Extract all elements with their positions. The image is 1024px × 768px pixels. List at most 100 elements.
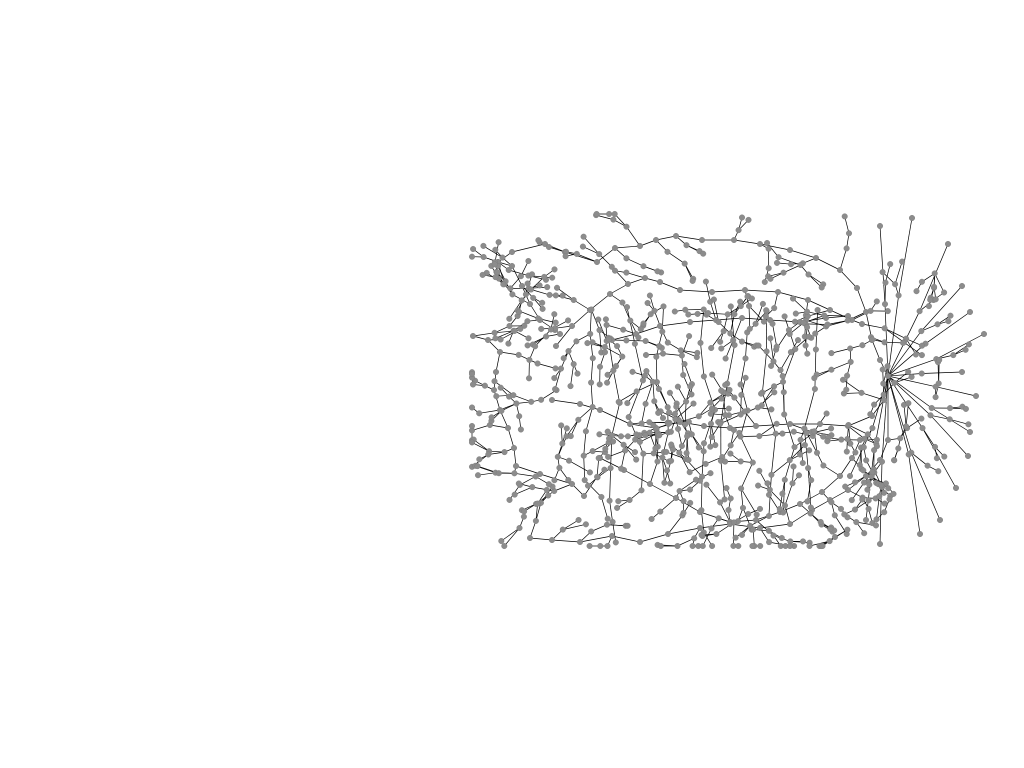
graph-node: [580, 233, 587, 240]
graph-node: [516, 309, 523, 316]
graph-edge: [706, 484, 721, 503]
graph-edge: [471, 424, 491, 431]
graph-node: [700, 250, 707, 257]
graph-node: [529, 271, 536, 278]
graph-edge: [583, 236, 600, 255]
graph-edge: [811, 499, 831, 511]
graph-node: [936, 357, 943, 364]
graph-node: [841, 511, 848, 518]
graph-node: [535, 315, 542, 322]
graph-node: [569, 323, 576, 330]
graph-node: [805, 333, 812, 340]
graph-edge: [626, 257, 644, 267]
graph-node: [491, 387, 498, 394]
graph-node: [797, 501, 804, 508]
graph-node: [917, 531, 924, 538]
graph-node: [731, 394, 738, 401]
graph-node: [832, 534, 839, 541]
graph-node: [873, 298, 880, 305]
graph-edge: [708, 312, 728, 315]
graph-node: [813, 254, 820, 261]
graph-edge: [732, 317, 743, 341]
graph-node: [506, 315, 513, 322]
graph-node: [959, 369, 966, 376]
graph-node: [686, 469, 693, 476]
graph-node: [941, 289, 948, 296]
graph-node: [861, 435, 868, 442]
graph-node: [687, 383, 694, 390]
graph-node: [947, 312, 954, 319]
graph-edge: [652, 381, 655, 402]
graph-node: [700, 448, 707, 455]
graph-node: [708, 525, 715, 532]
graph-node: [525, 335, 532, 342]
graph-node: [933, 455, 940, 462]
graph-node: [526, 356, 533, 363]
graph-edge: [511, 265, 523, 287]
graph-edge: [789, 444, 806, 461]
graph-node: [602, 349, 609, 356]
graph-node: [860, 444, 867, 451]
graph-node: [613, 363, 620, 370]
graph-edge: [827, 320, 848, 325]
graph-node: [879, 366, 886, 373]
graph-node: [763, 307, 770, 314]
graph-node: [581, 477, 588, 484]
graph-node: [849, 455, 856, 462]
graph-node: [511, 491, 518, 498]
graph-node: [879, 458, 886, 465]
graph-node: [807, 510, 814, 517]
graph-node: [730, 427, 737, 434]
graph-edge: [847, 425, 865, 440]
graph-edge: [887, 343, 926, 377]
graph-node: [718, 387, 725, 394]
graph-node: [526, 375, 533, 382]
graph-node: [511, 445, 518, 452]
graph-node: [770, 532, 777, 539]
graph-node: [753, 517, 760, 524]
graph-node: [698, 507, 705, 514]
graph-node: [695, 444, 702, 451]
graph-edge: [662, 457, 665, 483]
graph-edge: [839, 248, 847, 271]
graph-node: [673, 403, 680, 410]
graph-edge: [659, 281, 681, 291]
graph-node: [646, 292, 653, 299]
graph-edge: [903, 404, 907, 427]
graph-edge: [949, 418, 969, 425]
graph-node: [918, 415, 925, 422]
graph-edge: [645, 381, 654, 404]
graph-edge: [744, 289, 779, 293]
graph-node: [495, 239, 502, 246]
graph-edge: [578, 406, 593, 421]
graph-node: [492, 246, 499, 253]
graph-node: [589, 404, 596, 411]
graph-node: [601, 344, 608, 351]
graph-node: [620, 441, 627, 448]
graph-node: [713, 531, 720, 538]
graph-node: [551, 477, 558, 484]
graph-edge: [597, 319, 608, 342]
graph-edge: [609, 283, 629, 295]
graph-edge: [675, 497, 701, 513]
graph-edge: [614, 245, 641, 249]
graph-node: [638, 487, 645, 494]
graph-node: [518, 297, 525, 304]
graph-node: [552, 319, 559, 326]
graph-edge: [807, 309, 831, 317]
graph-node: [708, 434, 715, 441]
graph-node: [507, 285, 514, 292]
graph-node: [642, 432, 649, 439]
graph-node: [668, 441, 675, 448]
graph-node: [945, 240, 952, 247]
graph-node: [470, 245, 477, 252]
graph-node: [664, 339, 671, 346]
graph-node: [924, 462, 931, 469]
graph-edge: [784, 483, 793, 506]
graph-node: [538, 396, 545, 403]
graph-edge: [674, 394, 692, 415]
graph-node: [764, 239, 771, 246]
graph-node: [718, 395, 725, 402]
graph-node: [559, 292, 566, 299]
